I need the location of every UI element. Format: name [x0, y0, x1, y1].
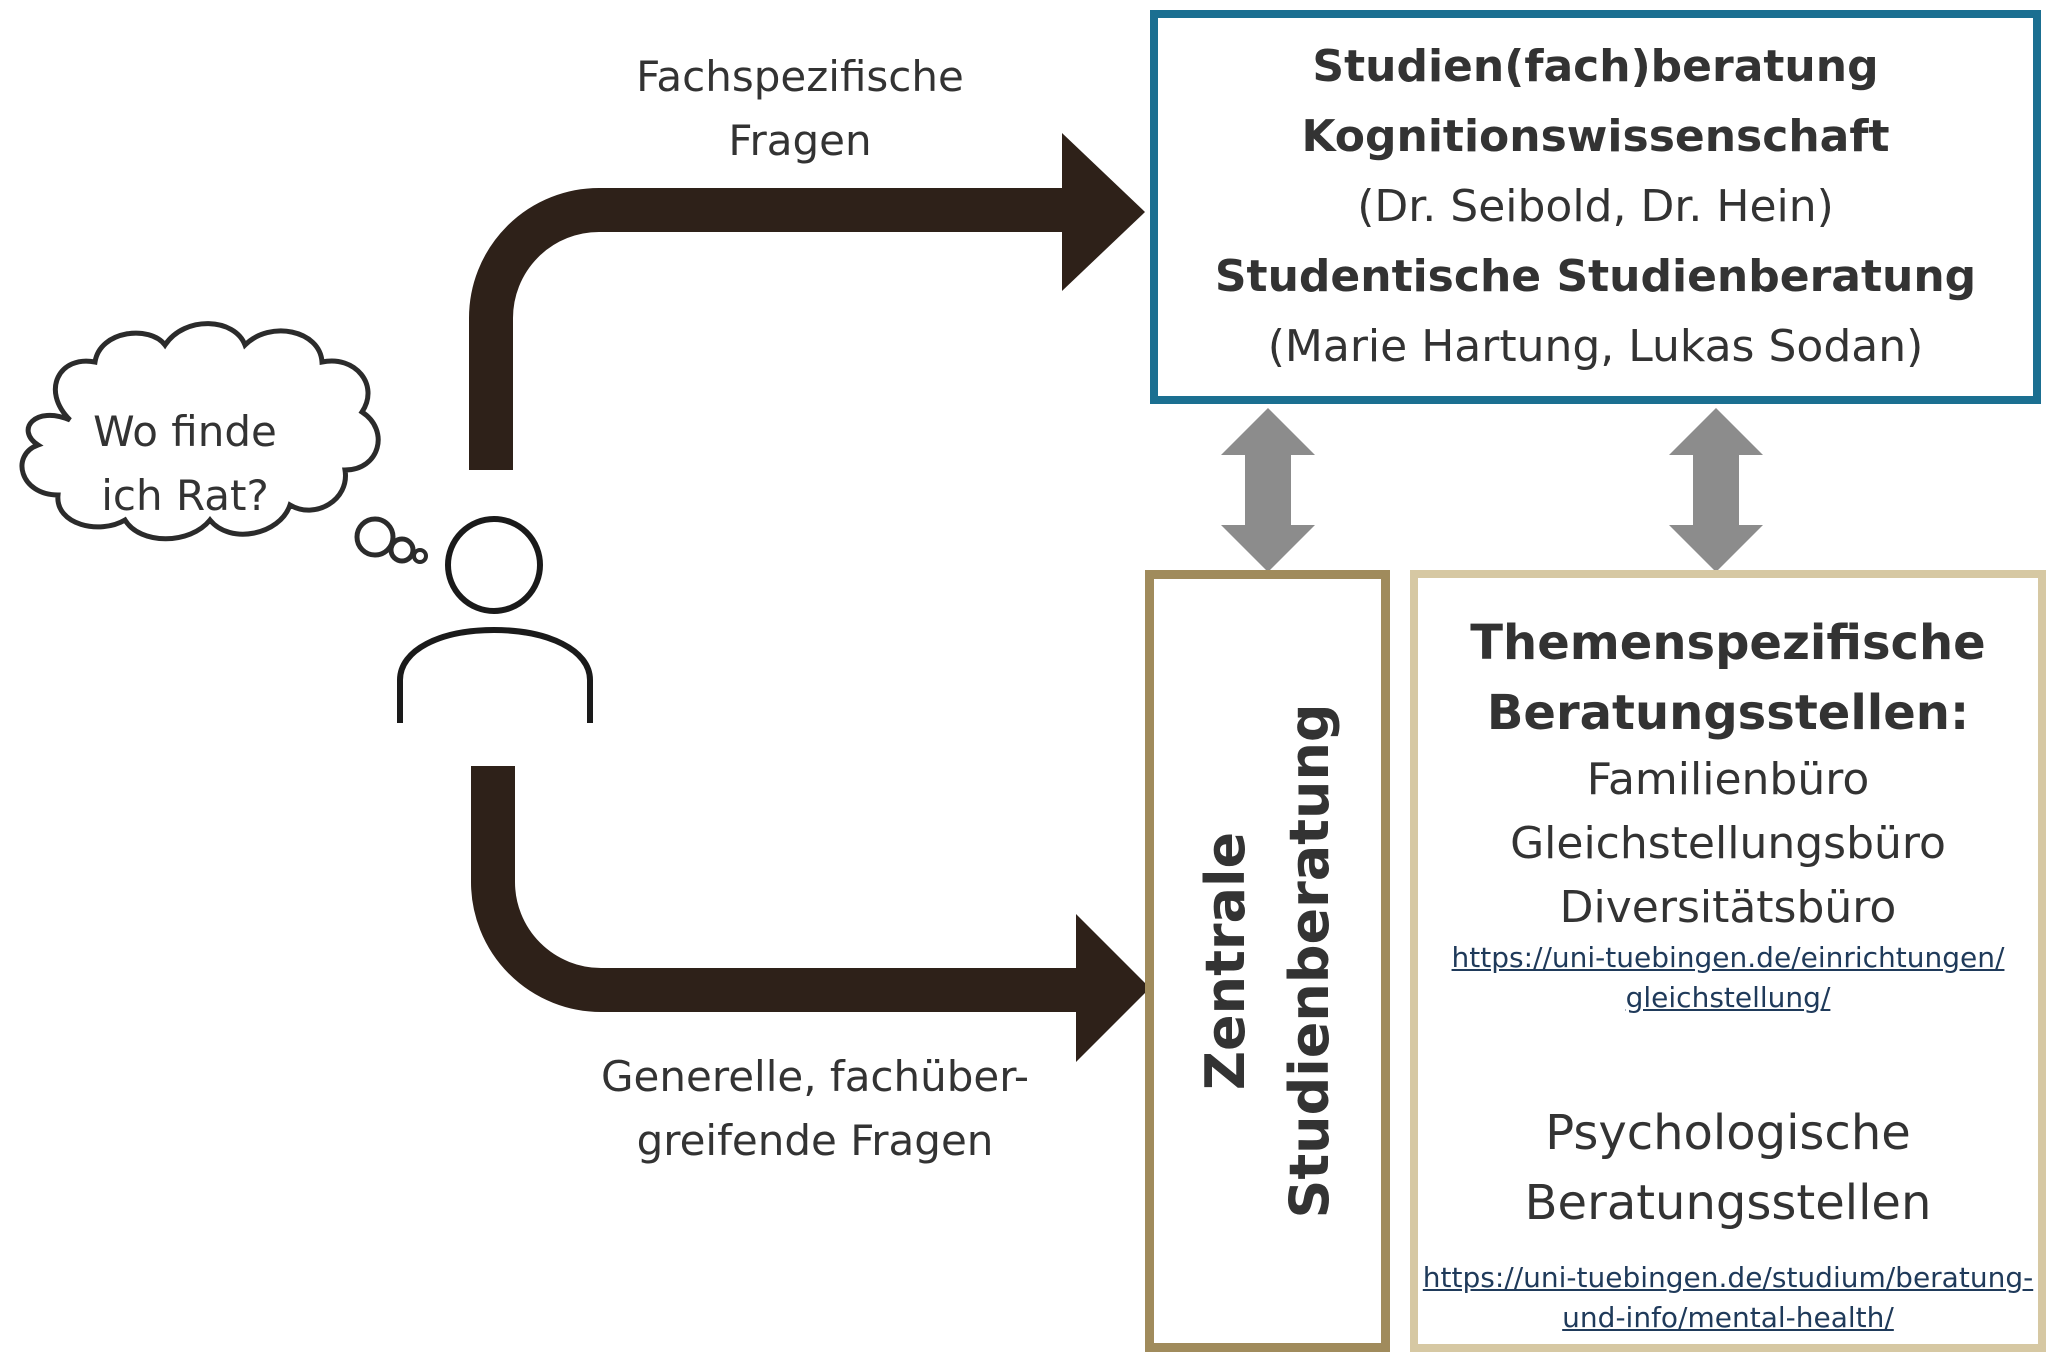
link-mental-health[interactable]: https://uni-tuebingen.de/studium/beratun…: [1418, 1258, 2038, 1338]
label-bottom-line-1: Generelle, fachüber-: [601, 1052, 1029, 1101]
themenspezifische-box: Themenspezifische Beratungsstellen: Fami…: [1410, 570, 2046, 1352]
link-mental-health-line-1[interactable]: https://uni-tuebingen.de/studium/beratun…: [1422, 1261, 2034, 1294]
top-box-contacts-1: (Dr. Seibold, Dr. Hein): [1357, 181, 1834, 232]
arrow-to-zentrale: [471, 766, 1090, 1012]
themen-title-2: Beratungsstellen:: [1486, 685, 1970, 741]
double-arrow-icon: [1669, 408, 1763, 572]
psych-line-1: Psychologische: [1545, 1105, 1911, 1161]
top-box-title-2: Kognitionswissenschaft: [1301, 111, 1890, 162]
psych-line-2: Beratungsstellen: [1524, 1175, 1932, 1231]
themen-title-1: Themenspezifische: [1470, 615, 1986, 671]
label-top-line-2: Fragen: [728, 116, 872, 165]
label-bottom-line-2: greifende Fragen: [636, 1116, 994, 1165]
themen-items: Familienbüro Gleichstellungsbüro Diversi…: [1418, 748, 2038, 940]
themen-header: Themenspezifische Beratungsstellen:: [1418, 608, 2038, 748]
studienfachberatung-box: Studien(fach)beratung Kognitionswissensc…: [1150, 10, 2041, 404]
label-fachspezifische: Fachspezifische Fragen: [600, 45, 1000, 173]
arrow-head-top: [1062, 133, 1145, 291]
psychologische-beratung: Psychologische Beratungsstellen: [1418, 1098, 2038, 1238]
thought-bubble-text: Wo finde ich Rat?: [55, 400, 315, 528]
link-gleichstellung-line-1[interactable]: https://uni-tuebingen.de/einrichtungen/: [1451, 941, 2005, 974]
thought-line-2: ich Rat?: [101, 471, 269, 520]
person-icon: [397, 516, 593, 723]
link-gleichstellung-line-2[interactable]: gleichstellung/: [1625, 981, 1831, 1014]
label-top-line-1: Fachspezifische: [636, 52, 964, 101]
zentral-line-2: Studienberatung: [1277, 703, 1341, 1219]
link-gleichstellung[interactable]: https://uni-tuebingen.de/einrichtungen/ …: [1418, 938, 2038, 1018]
double-arrow-icon: [1221, 408, 1315, 572]
label-generelle: Generelle, fachüber- greifende Fragen: [565, 1045, 1065, 1173]
top-box-title-1: Studien(fach)beratung: [1312, 41, 1879, 92]
themen-item: Diversitätsbüro: [1559, 882, 1897, 933]
thought-bubble-icon: [19, 321, 428, 564]
link-mental-health-line-2[interactable]: und-info/mental-health/: [1562, 1301, 1894, 1334]
top-box-contacts-2: (Marie Hartung, Lukas Sodan): [1267, 321, 1924, 372]
arrow-to-fachberatung: [469, 188, 1080, 470]
themen-item: Familienbüro: [1586, 754, 1870, 805]
arrow-head-bottom: [1076, 914, 1150, 1062]
themen-item: Gleichstellungsbüro: [1510, 818, 1946, 869]
zentral-line-1: Zentrale: [1193, 831, 1257, 1091]
zentrale-studienberatung-box: Zentrale Studienberatung: [1145, 570, 1390, 1352]
top-box-subtitle: Studentische Studienberatung: [1214, 251, 1977, 302]
zentrale-studienberatung-text: Zentrale Studienberatung: [1184, 703, 1352, 1218]
thought-line-1: Wo finde: [93, 407, 277, 456]
